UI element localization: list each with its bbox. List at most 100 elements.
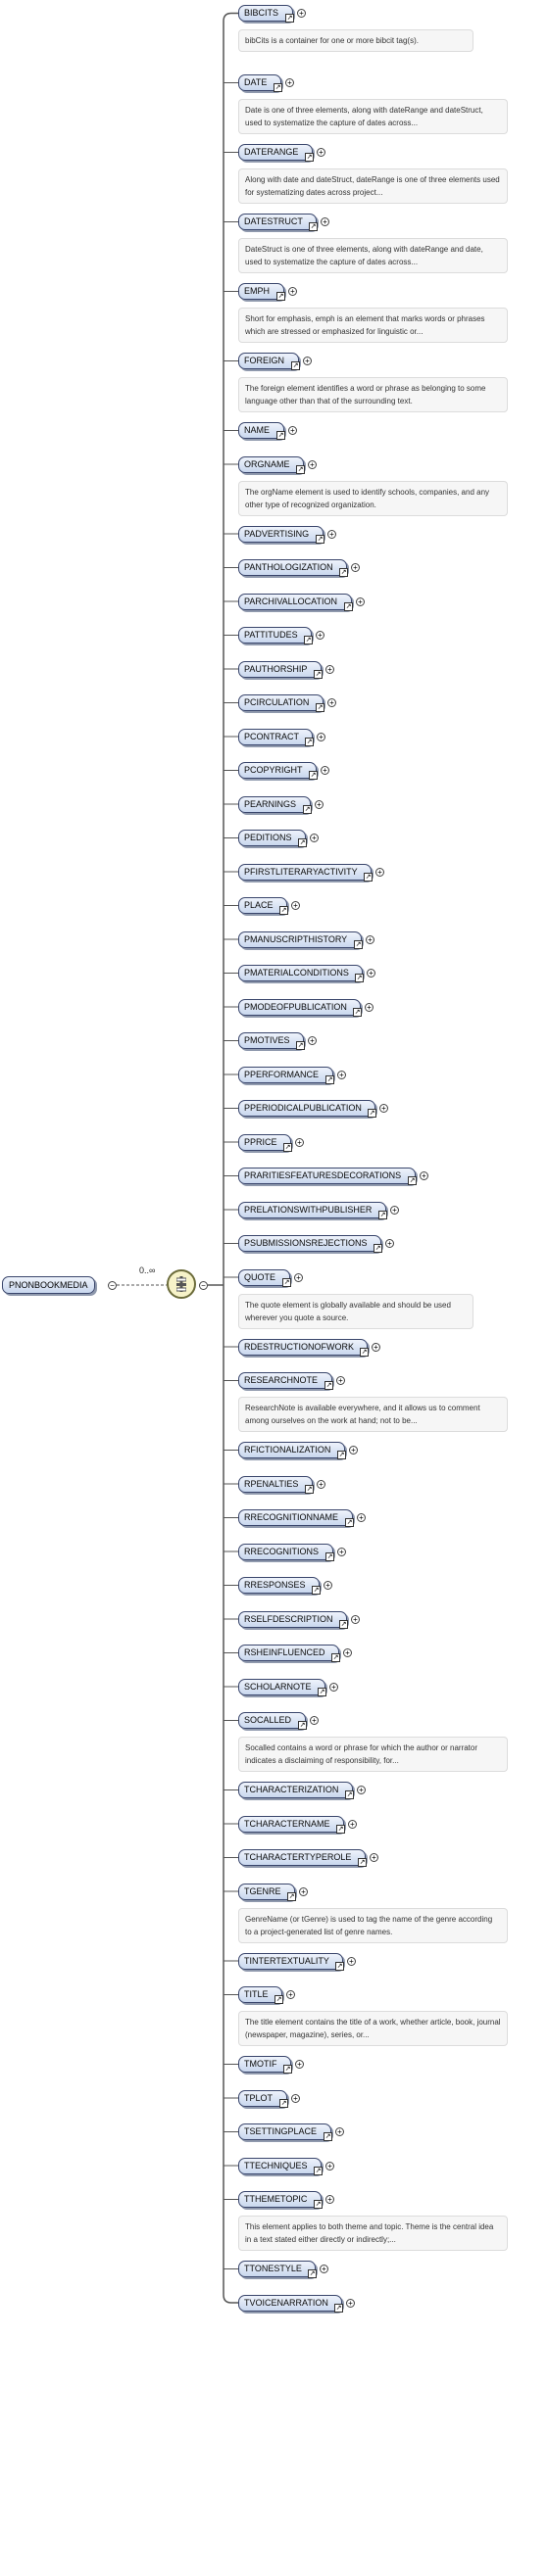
expand-node-icon[interactable]: + <box>325 664 334 674</box>
element-node-rrecognitions[interactable]: RRECOGNITIONS↗ <box>238 1543 334 1561</box>
element-node-researchnote[interactable]: RESEARCHNOTE↗ <box>238 1372 333 1390</box>
element-node-tplot[interactable]: TPLOT↗ <box>238 2089 288 2108</box>
root-element[interactable]: PNONBOOKMEDIA <box>2 1276 95 1294</box>
element-node-pprice[interactable]: PPRICE↗ <box>238 1133 292 1152</box>
expand-node-icon[interactable]: + <box>343 1648 352 1657</box>
expand-node-icon[interactable]: + <box>370 1853 378 1862</box>
element-node-foreign[interactable]: FOREIGN↗ <box>238 353 300 370</box>
expand-node-icon[interactable]: + <box>291 2093 300 2103</box>
element-node-ttechniques[interactable]: TTECHNIQUES↗ <box>238 2157 323 2175</box>
expand-node-icon[interactable]: + <box>297 9 306 18</box>
element-node-parchivallocation[interactable]: PARCHIVALLOCATION↗ <box>238 593 353 611</box>
element-node-ttonestyle[interactable]: TTONESTYLE↗ <box>238 2261 317 2278</box>
expand-node-icon[interactable]: + <box>351 563 360 572</box>
expand-node-icon[interactable]: + <box>357 1513 366 1522</box>
element-node-tmotif[interactable]: TMOTIF↗ <box>238 2056 292 2074</box>
element-node-pmotives[interactable]: PMOTIVES↗ <box>238 1032 305 1050</box>
element-node-tthemetopic[interactable]: TTHEMETOPIC↗ <box>238 2191 323 2209</box>
expand-node-icon[interactable]: + <box>299 1886 308 1896</box>
expand-node-icon[interactable]: + <box>295 1137 304 1147</box>
element-node-tvoicenarration[interactable]: TVOICENARRATION↗ <box>238 2294 343 2313</box>
expand-node-icon[interactable]: + <box>337 1070 346 1079</box>
expand-node-icon[interactable]: + <box>347 1956 356 1966</box>
element-node-padvertising[interactable]: PADVERTISING↗ <box>238 525 324 544</box>
element-node-pperformance[interactable]: PPERFORMANCE↗ <box>238 1066 334 1084</box>
element-node-pmodeofpublication[interactable]: PMODEOFPUBLICATION↗ <box>238 998 362 1017</box>
element-node-pattitudes[interactable]: PATTITUDES↗ <box>238 627 313 644</box>
element-node-pcirculation[interactable]: PCIRCULATION↗ <box>238 694 324 712</box>
element-node-tcharactertyperole[interactable]: TCHARACTERTYPEROLE↗ <box>238 1849 367 1867</box>
element-node-datestruct[interactable]: DATESTRUCT↗ <box>238 214 318 231</box>
element-node-pauthorship[interactable]: PAUTHORSHIP↗ <box>238 660 323 679</box>
expand-node-icon[interactable]: + <box>337 1547 346 1556</box>
element-node-orgname[interactable]: ORGNAME↗ <box>238 455 305 474</box>
expand-node-icon[interactable]: + <box>349 1446 358 1455</box>
element-node-rsheinfluenced[interactable]: RSHEINFLUENCED↗ <box>238 1645 340 1662</box>
element-node-panthologization[interactable]: PANTHOLOGIZATION↗ <box>238 559 348 577</box>
expand-node-icon[interactable]: + <box>320 2265 328 2273</box>
element-node-tgenre[interactable]: TGENRE↗ <box>238 1883 296 1901</box>
expand-node-icon[interactable]: + <box>310 1716 319 1725</box>
element-node-daterange[interactable]: DATERANGE↗ <box>238 144 314 162</box>
expand-node-icon[interactable]: + <box>317 148 325 157</box>
expand-node-icon[interactable]: + <box>308 459 317 469</box>
expand-node-icon[interactable]: + <box>351 1614 360 1624</box>
element-node-tsettingplace[interactable]: TSETTINGPLACE↗ <box>238 2123 332 2141</box>
element-node-psubmissionsrejections[interactable]: PSUBMISSIONSREJECTIONS↗ <box>238 1235 382 1253</box>
element-node-quote[interactable]: QUOTE↗ <box>238 1268 291 1287</box>
expand-node-icon[interactable]: + <box>310 834 319 842</box>
expand-node-icon[interactable]: + <box>335 2127 344 2136</box>
expand-node-icon[interactable]: + <box>308 1036 317 1045</box>
expand-node-icon[interactable]: + <box>317 1479 325 1489</box>
element-node-tintertextuality[interactable]: TINTERTEXTUALITY↗ <box>238 1952 344 1971</box>
element-node-rfictionalization[interactable]: RFICTIONALIZATION↗ <box>238 1442 346 1459</box>
element-node-pmanuscripthistory[interactable]: PMANUSCRIPTHISTORY↗ <box>238 930 363 949</box>
expand-node-icon[interactable]: + <box>285 78 294 87</box>
expand-node-icon[interactable]: + <box>321 766 329 775</box>
expand-node-icon[interactable]: + <box>295 2060 304 2069</box>
expand-node-icon[interactable]: + <box>324 1581 332 1590</box>
element-node-rdestructionofwork[interactable]: RDESTRUCTIONOFWORK↗ <box>238 1338 369 1357</box>
expand-node-icon[interactable]: + <box>315 799 324 809</box>
element-node-pfirstliteraryactivity[interactable]: PFIRSTLITERARYACTIVITY↗ <box>238 863 373 882</box>
element-node-date[interactable]: DATE↗ <box>238 74 282 92</box>
expand-node-icon[interactable]: + <box>329 1682 338 1692</box>
element-node-rselfdescription[interactable]: RSELFDESCRIPTION↗ <box>238 1610 348 1629</box>
expand-node-icon[interactable]: + <box>366 934 374 944</box>
expand-node-icon[interactable]: + <box>420 1171 428 1180</box>
expand-node-icon[interactable]: + <box>288 287 297 296</box>
expand-node-icon[interactable]: + <box>348 1819 357 1829</box>
element-node-praritiesfeaturesdecorations[interactable]: PRARITIESFEATURESDECORATIONS↗ <box>238 1168 417 1185</box>
expand-node-icon[interactable]: + <box>327 698 336 707</box>
element-node-socalled[interactable]: SOCALLED↗ <box>238 1712 307 1730</box>
expand-node-icon[interactable]: + <box>325 2195 334 2204</box>
element-node-tcharactername[interactable]: TCHARACTERNAME↗ <box>238 1815 345 1834</box>
element-node-emph[interactable]: EMPH↗ <box>238 283 285 301</box>
expand-node-icon[interactable]: + <box>336 1376 345 1385</box>
element-node-tcharacterization[interactable]: TCHARACTERIZATION↗ <box>238 1782 354 1799</box>
element-node-prelationswithpublisher[interactable]: PRELATIONSWITHPUBLISHER↗ <box>238 1201 387 1219</box>
expand-node-icon[interactable]: + <box>385 1239 394 1248</box>
expand-node-icon[interactable]: + <box>325 2161 334 2171</box>
expand-node-icon[interactable]: + <box>390 1205 399 1215</box>
expand-node-icon[interactable]: + <box>375 867 384 877</box>
element-node-rrecognitionname[interactable]: RRECOGNITIONNAME↗ <box>238 1509 354 1527</box>
expand-node-icon[interactable]: + <box>316 631 324 640</box>
element-node-bibcits[interactable]: BIBCITS↗ <box>238 5 294 23</box>
element-node-pmaterialconditions[interactable]: PMATERIALCONDITIONS↗ <box>238 965 364 982</box>
expand-node-icon[interactable]: + <box>286 1990 295 1999</box>
expand-node-icon[interactable]: + <box>356 596 365 606</box>
element-node-pcontract[interactable]: PCONTRACT↗ <box>238 728 314 746</box>
expand-node-icon[interactable]: + <box>317 732 325 741</box>
expand-node-icon[interactable]: + <box>294 1272 303 1282</box>
expand-node-icon[interactable]: + <box>372 1342 380 1352</box>
element-node-pearnings[interactable]: PEARNINGS↗ <box>238 795 312 814</box>
choice-compositor-icon[interactable] <box>167 1269 196 1299</box>
expand-node-icon[interactable]: + <box>379 1104 388 1113</box>
element-node-peditions[interactable]: PEDITIONS↗ <box>238 830 307 847</box>
collapse-choice-icon[interactable]: − <box>199 1281 208 1290</box>
element-node-pcopyright[interactable]: PCOPYRIGHT↗ <box>238 762 318 780</box>
expand-node-icon[interactable]: + <box>367 969 375 978</box>
expand-node-icon[interactable]: + <box>288 426 297 435</box>
collapse-root-icon[interactable]: − <box>108 1281 117 1290</box>
